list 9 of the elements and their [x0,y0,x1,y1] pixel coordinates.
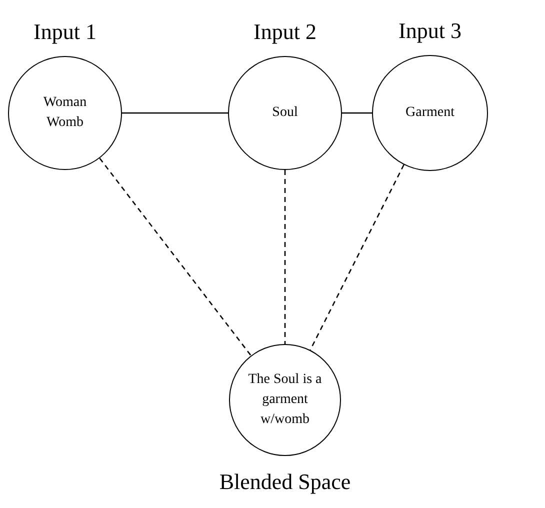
heading: Input 1 [34,19,96,45]
dashed-line [99,158,252,356]
dashed-line [284,170,286,344]
dashed-line [310,164,404,350]
connector-line [122,112,228,114]
heading: Input 3 [398,18,462,44]
heading: Input 2 [254,19,316,45]
connector-line [342,112,372,114]
heading: Blended Space [219,469,351,495]
